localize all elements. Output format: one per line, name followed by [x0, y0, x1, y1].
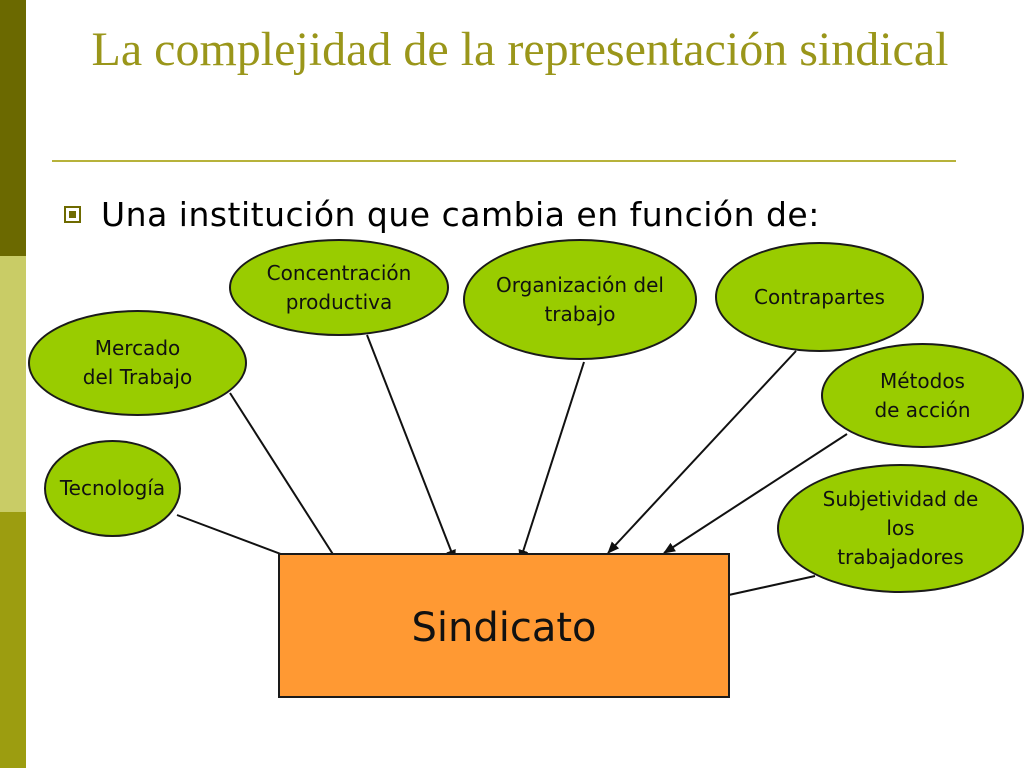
node-tecnologia: Tecnología [44, 440, 181, 537]
node-mercado-del-trabajo: Mercado del Trabajo [28, 310, 247, 416]
node-contrapartes: Contrapartes [715, 242, 924, 352]
node-metodos-de-accion: Métodos de acción [821, 343, 1024, 448]
arrow-mercado [229, 392, 344, 571]
sidebar-mid-segment [0, 512, 26, 768]
sidebar-dark-segment [0, 0, 26, 256]
node-subjetividad-de-los-trabajadores: Subjetividad de los trabajadores [777, 464, 1024, 593]
slide-title: La complejidad de la representación sind… [91, 23, 949, 76]
bullet-text: Una institución que cambia en función de… [101, 194, 820, 234]
sidebar-light-segment [0, 256, 26, 512]
arrow-metodos [663, 433, 848, 554]
bullet-item: Una institución que cambia en función de… [64, 188, 820, 240]
sindicato-label: Sindicato [411, 604, 597, 651]
node-sindicato: Sindicato [278, 553, 730, 698]
arrow-contrapartes [607, 350, 797, 554]
square-bullet-icon [64, 205, 81, 223]
title-divider [52, 160, 956, 162]
arrow-organizacion [518, 361, 585, 562]
node-organizacion-del-trabajo: Organización del trabajo [463, 239, 697, 360]
node-concentracion-productiva: Concentración productiva [229, 239, 449, 336]
arrow-concentracion [366, 334, 456, 562]
